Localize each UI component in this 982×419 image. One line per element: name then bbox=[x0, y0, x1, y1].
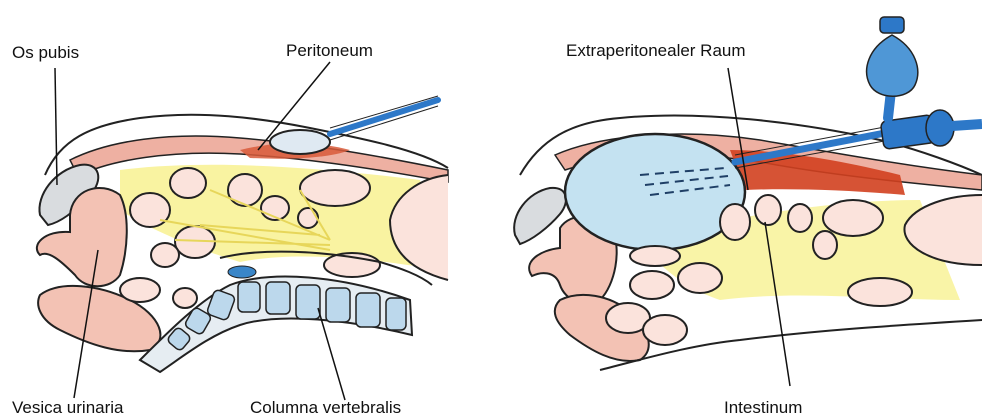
vertebra bbox=[326, 288, 350, 322]
bowel-loop bbox=[643, 315, 687, 345]
label-columna-vertebralis: Columna vertebralis bbox=[250, 399, 401, 416]
bowel-loop bbox=[130, 193, 170, 227]
bowel-loop bbox=[228, 174, 262, 206]
instrument-shaft-left bbox=[330, 100, 438, 134]
bowel-loop bbox=[151, 243, 179, 267]
vertebra bbox=[238, 282, 260, 312]
bowel-loop bbox=[120, 278, 160, 302]
label-extraperitonealer-raum: Extraperitonealer Raum bbox=[566, 42, 746, 59]
bowel-loop bbox=[298, 208, 318, 228]
left-panel-sagittal-section bbox=[37, 62, 448, 400]
bowel-loop bbox=[630, 271, 674, 299]
label-os-pubis: Os pubis bbox=[12, 44, 79, 61]
leader-os-pubis bbox=[55, 68, 57, 185]
bowel-loop bbox=[173, 288, 197, 308]
label-intestinum: Intestinum bbox=[724, 399, 802, 416]
vertebra bbox=[296, 285, 320, 319]
vertebra bbox=[386, 298, 406, 330]
label-vesica-urinaria: Vesica urinaria bbox=[12, 399, 124, 416]
bowel-loop bbox=[630, 246, 680, 266]
inflation-bulb bbox=[867, 35, 918, 96]
bowel-loop bbox=[300, 170, 370, 206]
bowel-loop bbox=[678, 263, 722, 293]
dissection-balloon bbox=[565, 134, 745, 250]
bowel-loop bbox=[823, 200, 883, 236]
label-peritoneum: Peritoneum bbox=[286, 42, 373, 59]
bowel-loop bbox=[755, 195, 781, 225]
ureter bbox=[228, 266, 256, 278]
bowel-loop bbox=[813, 231, 837, 259]
bowel-loop bbox=[848, 278, 912, 306]
right-panel-sagittal-section bbox=[514, 17, 982, 386]
vertebra bbox=[356, 293, 380, 327]
trocar-cap bbox=[926, 110, 954, 146]
bowel-loop bbox=[720, 204, 750, 240]
dissecting-tip bbox=[270, 130, 330, 154]
bowel-loop bbox=[170, 168, 206, 198]
vertebra bbox=[266, 282, 290, 314]
os-pubis-bone bbox=[514, 188, 566, 244]
inflation-bulb-cap bbox=[880, 17, 904, 33]
trocar-tail bbox=[952, 124, 982, 126]
bowel-loop bbox=[788, 204, 812, 232]
